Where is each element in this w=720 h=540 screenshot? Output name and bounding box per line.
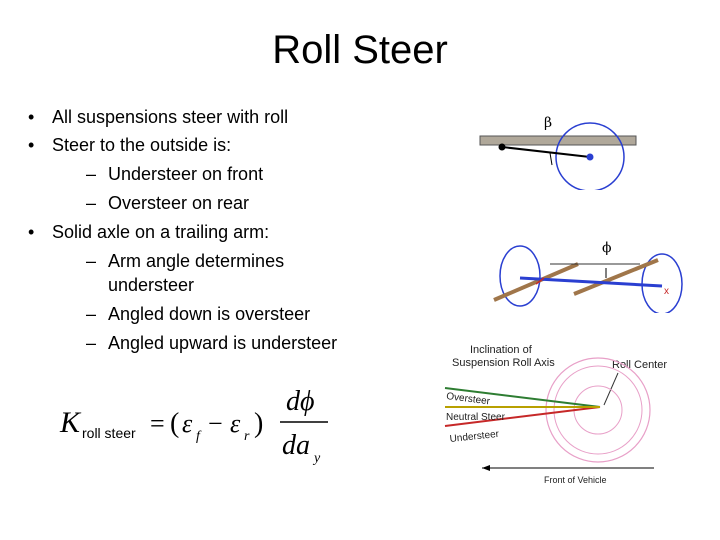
formula-minus: − xyxy=(208,409,223,438)
sub-bullet-item: –Arm angle determines xyxy=(86,251,285,271)
sub-bullet-item: –Angled upward is understeer xyxy=(86,333,338,353)
oversteer-label: Oversteer xyxy=(446,391,492,407)
understeer-line xyxy=(444,406,601,427)
beta-label: β xyxy=(544,115,552,131)
sub-bullet-item: –Oversteer on rear xyxy=(86,193,250,213)
pivot-dot xyxy=(498,143,506,151)
left-wheel xyxy=(499,245,541,307)
front-of-vehicle-label: Front of Vehicle xyxy=(544,475,607,485)
tire-inner xyxy=(553,365,643,455)
formula-eps-r: ε xyxy=(230,409,241,438)
figure-heading-line1: Inclination of xyxy=(470,344,533,356)
formula-sub-r: r xyxy=(244,429,250,444)
formula-k: K xyxy=(59,406,82,439)
bullet-item: •Steer to the outside is: xyxy=(28,135,232,155)
sub-bullet-continuation: understeer xyxy=(108,275,195,295)
wheel-circle xyxy=(555,122,625,190)
formula-sub-f: f xyxy=(196,429,202,444)
formula-close-paren: ) xyxy=(254,408,263,439)
top-figure-diagram: β xyxy=(479,115,637,190)
solid-axle xyxy=(519,276,663,288)
bullet-item: •All suspensions steer with roll xyxy=(28,107,289,127)
link-line xyxy=(501,146,591,158)
roll-center-label: Roll Center xyxy=(612,359,667,371)
right-trailing-arm xyxy=(573,258,659,296)
roll-steer-formula: K roll steer = ( ε f − ε r ) dϕ da y xyxy=(59,386,328,466)
middle-figure-diagram: ϕ x xyxy=(493,240,683,313)
neutral-steer-label: Neutral Steer xyxy=(446,412,506,423)
formula-eps-f: ε xyxy=(182,409,193,438)
left-trailing-arm xyxy=(493,262,579,302)
formula-open-paren: ( xyxy=(170,408,179,439)
sub-bullet-item: –Angled down is oversteer xyxy=(86,304,311,324)
angle-arrow xyxy=(549,152,553,166)
figure-heading-line2: Suspension Roll Axis xyxy=(452,357,555,369)
roll-center-pointer xyxy=(603,372,619,406)
formula-equals: = xyxy=(150,409,165,438)
slide-title: Roll Steer xyxy=(272,28,448,72)
right-steer-mark: x xyxy=(664,286,669,297)
arrow-head-icon xyxy=(482,465,490,471)
bottom-figure-diagram: Inclination of Suspension Roll Axis Roll… xyxy=(444,344,667,485)
formula-denominator: da xyxy=(282,430,310,461)
formula-subscript: roll steer xyxy=(82,425,136,441)
tire-outer xyxy=(545,357,651,463)
formula-denom-sub: y xyxy=(312,451,321,466)
bullet-item: •Solid axle on a trailing arm: xyxy=(28,222,270,242)
phi-label: ϕ xyxy=(602,240,612,256)
wheel-center-dot xyxy=(586,153,594,161)
formula-numerator: dϕ xyxy=(286,386,315,417)
left-steer-arrow-icon xyxy=(535,277,545,285)
sub-bullet-item: –Understeer on front xyxy=(86,164,264,184)
understeer-label: Understeer xyxy=(449,429,500,445)
oversteer-line xyxy=(444,387,601,408)
